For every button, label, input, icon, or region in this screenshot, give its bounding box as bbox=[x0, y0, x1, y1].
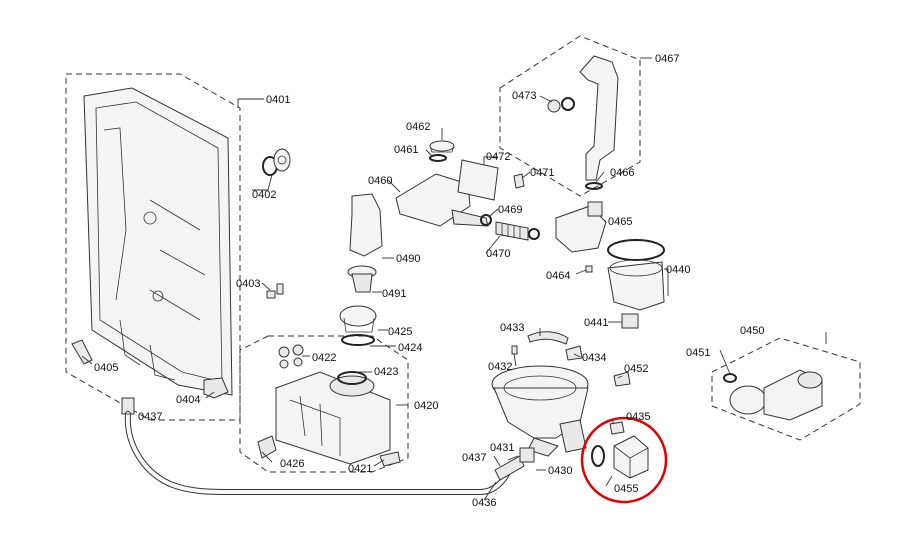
part-0452-clip[interactable] bbox=[613, 371, 631, 387]
label-0464: 0464 bbox=[546, 270, 570, 282]
part-0451-ring[interactable] bbox=[723, 373, 737, 383]
part-labels: 0401 0402 0403 0404 0405 0437 0420 0421 … bbox=[94, 53, 764, 509]
part-0441-connector[interactable] bbox=[621, 313, 639, 329]
label-0440: 0440 bbox=[666, 264, 690, 276]
label-0422: 0422 bbox=[312, 352, 336, 364]
part-0467-duct[interactable] bbox=[579, 55, 619, 181]
label-0436: 0436 bbox=[472, 497, 496, 509]
label-0469: 0469 bbox=[498, 204, 522, 216]
label-0452: 0452 bbox=[624, 363, 648, 375]
label-0490: 0490 bbox=[396, 253, 420, 265]
group-0467-frame bbox=[499, 35, 641, 197]
part-0461-ring[interactable] bbox=[429, 154, 447, 162]
label-0403: 0403 bbox=[236, 278, 260, 290]
label-0432: 0432 bbox=[488, 361, 512, 373]
part-0455-sensor[interactable] bbox=[613, 435, 649, 479]
part-0462-cap[interactable] bbox=[429, 140, 455, 153]
group-0450-frame bbox=[711, 337, 861, 441]
label-0430: 0430 bbox=[548, 465, 572, 477]
part-0471-clip[interactable] bbox=[513, 173, 525, 189]
label-0423: 0423 bbox=[374, 366, 398, 378]
group-0420-frame bbox=[239, 335, 409, 473]
label-0431: 0431 bbox=[490, 442, 514, 454]
label-0421: 0421 bbox=[348, 463, 372, 475]
label-0450: 0450 bbox=[740, 325, 764, 337]
part-0433-strip[interactable] bbox=[527, 331, 569, 345]
label-0437-left: 0437 bbox=[138, 411, 162, 423]
part-0424-seal[interactable] bbox=[341, 334, 375, 346]
label-0462: 0462 bbox=[406, 121, 430, 133]
part-0460-dispenser[interactable] bbox=[395, 173, 489, 227]
label-0455: 0455 bbox=[614, 483, 638, 495]
part-0450-drain-pump[interactable] bbox=[729, 369, 823, 421]
part-0402-seal[interactable] bbox=[262, 148, 291, 176]
part-0420-softener[interactable] bbox=[275, 371, 391, 465]
part-0437-drain-hose[interactable] bbox=[121, 397, 525, 495]
part-0403-screw[interactable] bbox=[266, 283, 284, 299]
part-0490-funnel[interactable] bbox=[349, 193, 383, 257]
part-0422-seals[interactable] bbox=[278, 344, 304, 369]
label-0401: 0401 bbox=[266, 94, 290, 106]
label-0435: 0435 bbox=[626, 411, 650, 423]
label-0491: 0491 bbox=[382, 288, 406, 300]
part-0405-clip[interactable] bbox=[71, 339, 93, 365]
label-0426: 0426 bbox=[280, 458, 304, 470]
highlight-circle bbox=[580, 416, 668, 504]
label-0451: 0451 bbox=[686, 347, 710, 359]
part-0401-side-panel[interactable] bbox=[83, 87, 233, 396]
part-0465-valve[interactable] bbox=[555, 201, 607, 253]
part-0464-nut[interactable] bbox=[585, 265, 593, 273]
group-0401-frame bbox=[65, 73, 241, 421]
label-0433: 0433 bbox=[500, 322, 524, 334]
label-0437-right: 0437 bbox=[462, 452, 486, 464]
part-0472-gasket[interactable] bbox=[457, 159, 499, 201]
part-0434-clip[interactable] bbox=[565, 345, 583, 361]
leader-lines bbox=[81, 57, 827, 501]
label-0424: 0424 bbox=[398, 342, 422, 354]
label-0461: 0461 bbox=[394, 144, 418, 156]
label-0405: 0405 bbox=[94, 362, 118, 374]
label-0471: 0471 bbox=[530, 167, 554, 179]
label-0420: 0420 bbox=[414, 400, 438, 412]
part-0421-clip[interactable] bbox=[379, 451, 401, 467]
part-0404-connector[interactable] bbox=[203, 377, 229, 399]
part-0470-hose[interactable] bbox=[495, 221, 540, 241]
label-0466: 0466 bbox=[610, 167, 634, 179]
label-0472: 0472 bbox=[486, 151, 510, 163]
label-0434: 0434 bbox=[582, 352, 606, 364]
label-0467: 0467 bbox=[655, 53, 679, 65]
part-0425-cap[interactable] bbox=[339, 305, 377, 333]
part-0430-sump[interactable] bbox=[491, 365, 589, 457]
part-0473-seals[interactable] bbox=[547, 97, 575, 113]
label-0470: 0470 bbox=[486, 248, 510, 260]
label-0402: 0402 bbox=[252, 189, 276, 201]
part-0431-connector[interactable] bbox=[519, 447, 535, 463]
part-0469-ring[interactable] bbox=[480, 214, 492, 226]
part-0426-connector[interactable] bbox=[257, 435, 277, 459]
label-0404: 0404 bbox=[176, 394, 200, 406]
part-0491-cap[interactable] bbox=[347, 265, 377, 293]
part-0440-heater-pump-housing[interactable] bbox=[607, 239, 665, 311]
part-0455-ring[interactable] bbox=[591, 445, 605, 467]
part-0432-screw[interactable] bbox=[511, 345, 518, 355]
part-0435-clip[interactable] bbox=[609, 421, 625, 435]
label-0441: 0441 bbox=[584, 317, 608, 329]
label-0460: 0460 bbox=[368, 175, 392, 187]
part-0466-ring[interactable] bbox=[585, 182, 603, 190]
label-0465: 0465 bbox=[608, 216, 632, 228]
label-0473: 0473 bbox=[512, 90, 536, 102]
label-0425: 0425 bbox=[388, 326, 412, 338]
